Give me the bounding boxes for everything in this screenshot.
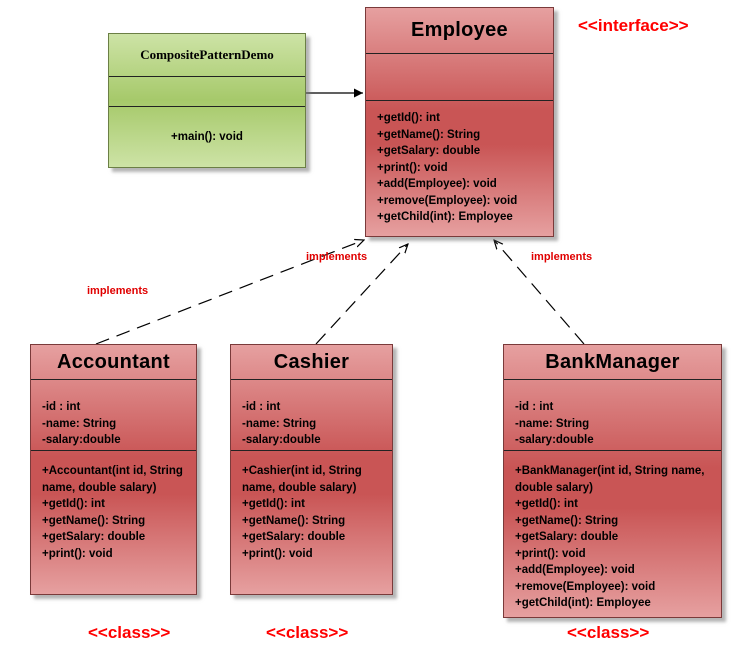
operation: +add(Employee): void [515, 564, 635, 576]
class-title: BankManager [545, 350, 680, 373]
operation: +getId(): int [515, 498, 578, 510]
operations-compartment: +Accountant(int id, String name, double … [31, 450, 196, 594]
attributes-compartment [109, 76, 305, 106]
attribute: -salary:double [242, 434, 321, 446]
operation: +BankManager(int id, String name, double… [515, 465, 705, 494]
cashier-class: Cashier -id : int -name: String -salary:… [230, 344, 393, 595]
operation: +remove(Employee): void [515, 580, 656, 593]
employee-interface: Employee +getId(): int +getName(): Strin… [365, 7, 554, 237]
composite-pattern-demo-class: CompositePatternDemo +main(): void [108, 33, 306, 168]
attribute: -salary:double [42, 434, 121, 446]
cashier-stereotype: <<class>> [266, 623, 349, 642]
operation: +getSalary: double [42, 531, 146, 543]
class-title: Employee [411, 19, 508, 41]
operation: +Cashier(int id, String name, double sal… [242, 465, 362, 494]
implements-arrow-cashier [315, 244, 408, 345]
accountant-stereotype: <<class>> [88, 623, 171, 642]
operations-compartment: +main(): void [109, 106, 305, 167]
bankmanager-class: BankManager -id : int -name: String -sal… [503, 344, 722, 618]
class-title: CompositePatternDemo [140, 47, 274, 62]
operation: +add(Employee): void [377, 178, 497, 190]
attribute: -name: String [42, 417, 117, 430]
operation: +getSalary: double [242, 531, 346, 543]
operation: +getId(): int [377, 112, 440, 124]
operation: +print(): void [42, 547, 113, 560]
implements-label-bankmanager: implements [531, 251, 593, 263]
attribute: -name: String [242, 417, 317, 430]
attributes-compartment: -id : int -name: String -salary:double [31, 379, 196, 450]
operation: +Accountant(int id, String name, double … [42, 465, 183, 494]
attribute: -id : int [515, 401, 554, 413]
operation: +print(): void [377, 161, 448, 174]
operation: +getName(): String [377, 128, 481, 141]
attributes-compartment [366, 53, 553, 100]
bankmanager-stereotype: <<class>> [567, 623, 650, 642]
operation: +getSalary: double [515, 531, 619, 543]
class-title: Cashier [273, 350, 350, 373]
attributes-compartment: -id : int -name: String -salary:double [504, 379, 721, 450]
operations-compartment: +Cashier(int id, String name, double sal… [231, 450, 392, 594]
operation: +print(): void [515, 547, 586, 560]
attribute: -id : int [42, 401, 81, 413]
operation: +getName(): String [515, 514, 619, 527]
employee-stereotype: <<interface>> [578, 16, 689, 35]
implements-label-cashier: implements [306, 251, 368, 263]
implements-arrow-accountant [95, 240, 364, 345]
operation: +getId(): int [242, 498, 305, 510]
operation: +remove(Employee): void [377, 194, 518, 207]
accountant-class: Accountant -id : int -name: String -sala… [30, 344, 197, 595]
attribute: -id : int [242, 401, 281, 413]
operation: +getChild(int): Employee [377, 211, 513, 223]
implements-label-accountant: implements [87, 285, 149, 297]
operation: +main(): void [171, 130, 243, 143]
attributes-compartment: -id : int -name: String -salary:double [231, 379, 392, 450]
attribute: -salary:double [515, 434, 594, 446]
class-title: Accountant [57, 350, 170, 373]
operation: +getName(): String [242, 514, 346, 527]
operation: +print(): void [242, 547, 313, 560]
operation: +getName(): String [42, 514, 146, 527]
operation: +getChild(int): Employee [515, 597, 651, 609]
operations-compartment: +getId(): int +getName(): String +getSal… [366, 100, 553, 236]
operation: +getSalary: double [377, 145, 481, 157]
operations-compartment: +BankManager(int id, String name, double… [504, 450, 721, 617]
operation: +getId(): int [42, 498, 105, 510]
implements-arrow-bankmanager [494, 240, 585, 345]
attribute: -name: String [515, 417, 590, 430]
